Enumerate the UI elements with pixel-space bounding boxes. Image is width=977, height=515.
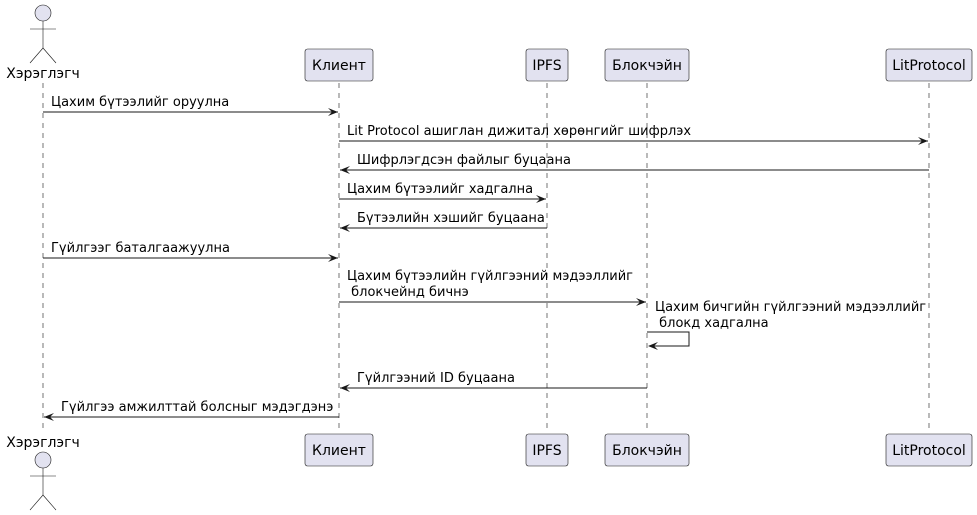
- participant-blockchain-top: Блокчэйн: [604, 48, 690, 82]
- message-1: Цахим бүтээлийг оруулна: [43, 95, 338, 116]
- participant-label: Клиент: [312, 58, 366, 74]
- actor-leg-icon: [29, 47, 44, 64]
- arrowhead-icon: [918, 137, 928, 145]
- actor-user-bottom: Хэрэглэгч: [6, 435, 80, 511]
- participant-label: IPFS: [532, 58, 561, 74]
- arrowhead-icon: [648, 342, 658, 350]
- participant-box: [604, 48, 690, 82]
- arrowhead-icon: [44, 413, 54, 421]
- message-label: Гүйлгээ амжилттай болсныг мэдэгдэнэ: [61, 400, 333, 415]
- message-4: Цахим бүтээлийг хадгална: [339, 182, 546, 203]
- actor-leg-icon: [29, 494, 44, 511]
- actor-head-icon: [34, 4, 52, 22]
- participant-label: LitProtocol: [892, 58, 966, 74]
- participant-box: [304, 48, 374, 82]
- arrowhead-icon: [340, 224, 350, 232]
- message-label: Гүйлгээг баталгаажуулна: [51, 241, 230, 256]
- message-label: Цахим бичгийн гүйлгээний мэдээллийг: [655, 300, 926, 315]
- participant-ipfs-top: IPFS: [525, 48, 569, 82]
- message-8: Цахим бичгийн гүйлгээний мэдээллийг блок…: [647, 300, 926, 350]
- message-label: Цахим бүтээлийг оруулна: [51, 95, 229, 110]
- message-label: Гүйлгээний ID буцаана: [357, 371, 515, 386]
- message-9: Гүйлгээний ID буцаана: [340, 371, 647, 392]
- message-label: блокд хадгална: [655, 316, 769, 331]
- participant-box: [885, 433, 973, 467]
- participant-box: [525, 433, 569, 467]
- arrowhead-icon: [340, 384, 350, 392]
- participant-label: Блокчэйн: [612, 58, 682, 74]
- participant-label: Клиент: [312, 443, 366, 459]
- arrowhead-icon: [636, 298, 646, 306]
- participant-label: Хэрэглэгч: [6, 66, 79, 82]
- message-label: Шифрлэгдсэн файлыг буцаана: [357, 153, 571, 168]
- participant-box: [604, 433, 690, 467]
- participant-client-bottom: Клиент: [304, 433, 374, 467]
- participant-label: IPFS: [532, 443, 561, 459]
- participant-label: LitProtocol: [892, 443, 966, 459]
- participant-lit-top: LitProtocol: [885, 48, 973, 82]
- participant-label: Блокчэйн: [612, 443, 682, 459]
- message-10: Гүйлгээ амжилттай болсныг мэдэгдэнэ: [44, 400, 339, 421]
- participant-blockchain-bottom: Блокчэйн: [604, 433, 690, 467]
- message-label: Бүтээлийн хэшийг буцаана: [357, 211, 545, 226]
- arrowhead-icon: [536, 195, 546, 203]
- participant-box: [525, 48, 569, 82]
- message-7: Цахим бүтээлийн гүйлгээний мэдээллийг бл…: [339, 269, 646, 306]
- message-label: Lit Protocol ашиглан дижитал хөрөнгийг ш…: [347, 124, 691, 139]
- message-6: Гүйлгээг баталгаажуулна: [43, 241, 338, 262]
- participant-label: Хэрэглэгч: [6, 435, 79, 451]
- message-5: Бүтээлийн хэшийг буцаана: [340, 211, 547, 232]
- participant-lit-bottom: LitProtocol: [885, 433, 973, 467]
- arrowhead-icon: [340, 166, 350, 174]
- message-label: Цахим бүтээлийг хадгална: [347, 182, 533, 197]
- message-3: Шифрлэгдсэн файлыг буцаана: [340, 153, 929, 174]
- participant-box: [885, 48, 973, 82]
- message-label: Цахим бүтээлийн гүйлгээний мэдээллийг: [347, 269, 633, 284]
- message-2: Lit Protocol ашиглан дижитал хөрөнгийг ш…: [339, 124, 928, 145]
- participant-ipfs-bottom: IPFS: [525, 433, 569, 467]
- arrowhead-icon: [328, 254, 338, 262]
- self-message-arrow: [647, 331, 690, 347]
- message-label: блокчейнд бичнэ: [347, 285, 469, 300]
- arrowhead-icon: [328, 108, 338, 116]
- participant-box: [304, 433, 374, 467]
- participant-client-top: Клиент: [304, 48, 374, 82]
- actor-user-top: Хэрэглэгч: [6, 4, 80, 82]
- actor-leg-icon: [42, 47, 57, 64]
- actor-leg-icon: [42, 494, 57, 511]
- actor-head-icon: [34, 451, 52, 469]
